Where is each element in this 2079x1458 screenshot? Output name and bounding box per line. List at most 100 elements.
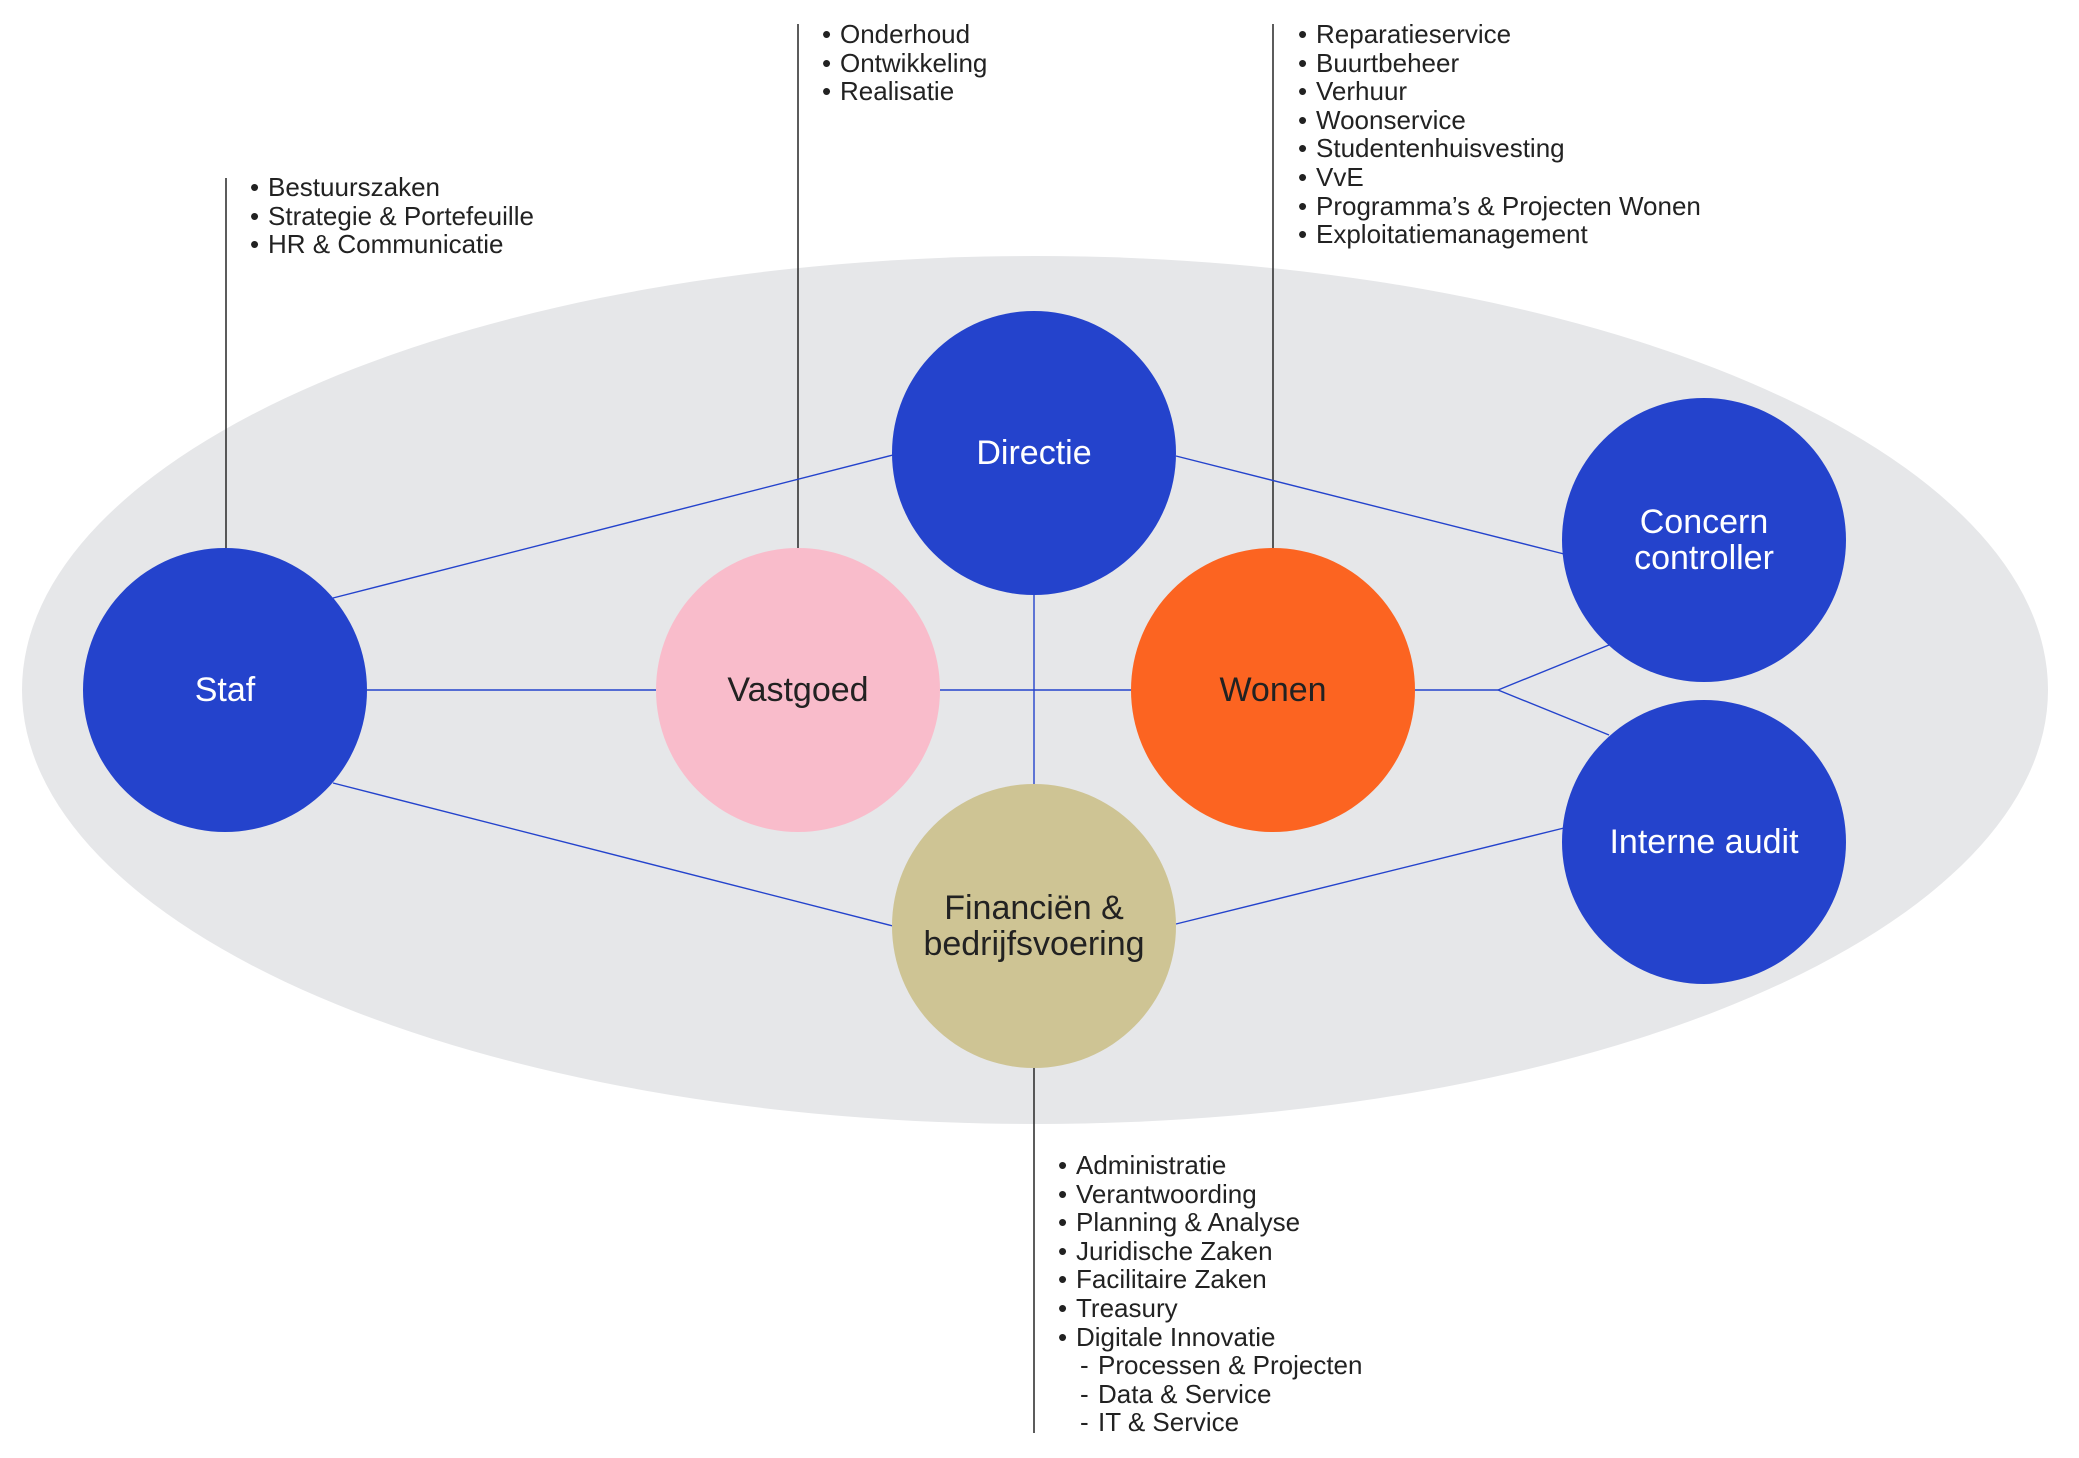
list-item: • Studentenhuisvesting xyxy=(1298,134,1701,163)
connectors xyxy=(332,454,1610,927)
bullet-marker: • xyxy=(250,172,260,202)
financien-department-list: • Administratie • Verantwoording • Planning &… xyxy=(1058,1151,1362,1437)
node-label-vastgoed: Vastgoed xyxy=(727,671,868,709)
node-circle-vastgoed xyxy=(656,548,940,832)
list-item: • Realisatie xyxy=(822,77,987,106)
bullet-marker: • xyxy=(1298,219,1308,250)
bullet-marker: • xyxy=(1058,1207,1068,1238)
list-item-text: Buurtbeheer xyxy=(1316,47,1460,78)
node-label-financien: Financiën & xyxy=(944,889,1124,927)
list-item-text: Woonservice xyxy=(1316,104,1466,135)
node-circle-staf xyxy=(83,548,367,832)
list-item-text: Facilitaire Zaken xyxy=(1076,1264,1267,1295)
list-item: -IT & Service xyxy=(1058,1408,1362,1437)
list-item-text: VvE xyxy=(1316,161,1364,192)
connector-staf-financien xyxy=(332,782,894,927)
list-item: • Administratie xyxy=(1058,1151,1362,1180)
list-item-text: Ontwikkeling xyxy=(840,47,988,78)
list-item: • Facilitaire Zaken xyxy=(1058,1265,1362,1294)
bullet-marker: • xyxy=(1058,1264,1068,1295)
bullet-marker: • xyxy=(1058,1150,1068,1180)
node-wonen: Wonen xyxy=(1131,548,1415,832)
list-item-text: Onderhoud xyxy=(840,19,971,49)
list-item: • Onderhoud xyxy=(822,20,987,49)
list-item-text: HR & Communicatie xyxy=(268,229,504,260)
connector-financien-audit xyxy=(1175,827,1565,925)
node-vastgoed: Vastgoed xyxy=(656,548,940,832)
list-item: • Woonservice xyxy=(1298,104,1701,135)
list-item: •Verhuur xyxy=(1298,77,1701,106)
list-item-text: Programma’s & Projecten Wonen xyxy=(1316,190,1701,221)
list-item: • Planning & Analyse xyxy=(1058,1208,1362,1237)
bullet-marker: • xyxy=(1298,47,1308,78)
list-item: • Buurtbeheer xyxy=(1298,47,1701,78)
node-circle-wonen xyxy=(1131,548,1415,832)
list-item: • Juridische Zaken xyxy=(1058,1235,1362,1266)
wonen-department-list: •Reparatieservice•Buurtbeheer•Verhuur•Wo… xyxy=(1298,20,1701,249)
bullet-marker: • xyxy=(822,47,832,78)
bullet-marker: • xyxy=(1298,161,1308,192)
node-label-concern-controller: Concern xyxy=(1640,503,1769,541)
node-financien: Financiën &bedrijfsvoering xyxy=(892,784,1176,1068)
dash-marker: - xyxy=(1080,1378,1089,1409)
dash-marker: - xyxy=(1080,1407,1089,1438)
list-item-text: Planning & Analyse xyxy=(1076,1207,1301,1238)
list-item: • Exploitatiemanagement xyxy=(1298,220,1701,249)
bullet-marker: • xyxy=(1298,190,1308,221)
list-item-text: Digitale Innovatie xyxy=(1076,1321,1276,1352)
vastgoed-department-list: • Onderhoud • Ontwikkeling • Realisatie xyxy=(822,20,987,106)
list-item: • Strategie & Portefeuille xyxy=(250,200,534,231)
node-circle-concern-controller xyxy=(1562,398,1846,682)
bullet-marker: • xyxy=(822,76,832,107)
bullet-marker: • xyxy=(1298,19,1308,49)
list-item-text: Verhuur xyxy=(1316,76,1408,107)
list-item-text: Strategie & Portefeuille xyxy=(268,200,534,231)
list-item-text: IT & Service xyxy=(1098,1407,1240,1438)
list-item-text: Processen & Projecten xyxy=(1098,1350,1363,1381)
list-item-text: Treasury xyxy=(1076,1292,1178,1323)
dash-marker: - xyxy=(1080,1350,1089,1381)
list-item-text: Exploitatiemanagement xyxy=(1316,219,1588,250)
list-item: • VvE xyxy=(1298,163,1701,192)
list-item-text: Bestuurszaken xyxy=(268,172,440,202)
node-circle-interne-audit xyxy=(1562,700,1846,984)
list-item: • Programma’s & Projecten Wonen xyxy=(1298,190,1701,221)
bullet-marker: • xyxy=(1298,104,1308,135)
node-circle-directie xyxy=(892,311,1176,595)
list-item: • Bestuurszaken xyxy=(250,173,534,202)
connector-directie-concern xyxy=(1175,455,1565,555)
node-label-staf: Staf xyxy=(195,671,256,709)
list-item: • HR & Communicatie xyxy=(250,230,534,259)
bullet-marker: • xyxy=(822,19,832,49)
list-item: -Data & Service xyxy=(1058,1378,1362,1409)
node-label-interne-audit: Interne audit xyxy=(1609,823,1799,861)
node-label-financien: bedrijfsvoering xyxy=(923,925,1144,963)
bullet-marker: • xyxy=(1058,1321,1068,1352)
node-circle-financien xyxy=(892,784,1176,1068)
connector-junction-concern xyxy=(1497,644,1610,691)
bullet-marker: • xyxy=(1298,133,1308,164)
list-item-text: Verantwoording xyxy=(1076,1178,1257,1209)
list-item-text: Data & Service xyxy=(1098,1378,1272,1409)
bullet-marker: • xyxy=(1058,1178,1068,1209)
list-item: • Digitale Innovatie xyxy=(1058,1321,1362,1352)
bullet-marker: • xyxy=(1058,1235,1068,1266)
list-item-text: Studentenhuisvesting xyxy=(1316,133,1565,164)
list-item-text: Realisatie xyxy=(840,76,955,107)
list-item: • Reparatieservice xyxy=(1298,20,1701,49)
node-directie: Directie xyxy=(892,311,1176,595)
list-item-text: Administratie xyxy=(1076,1150,1227,1180)
bullet-marker: • xyxy=(250,200,260,231)
bullet-marker: • xyxy=(250,229,260,260)
staf-department-list: •Bestuurszaken•Strategie & Portefeuille•… xyxy=(250,173,534,259)
node-interne-audit: Interne audit xyxy=(1562,700,1846,984)
list-item: • Verantwoording xyxy=(1058,1178,1362,1209)
node-label-concern-controller: controller xyxy=(1634,539,1774,577)
list-item: -Processen & Projecten xyxy=(1058,1351,1362,1380)
list-item: •Treasury xyxy=(1058,1294,1362,1323)
list-item-text: Reparatieservice xyxy=(1316,19,1512,49)
list-item-text: Juridische Zaken xyxy=(1076,1235,1273,1266)
connector-junction-audit xyxy=(1497,689,1610,736)
